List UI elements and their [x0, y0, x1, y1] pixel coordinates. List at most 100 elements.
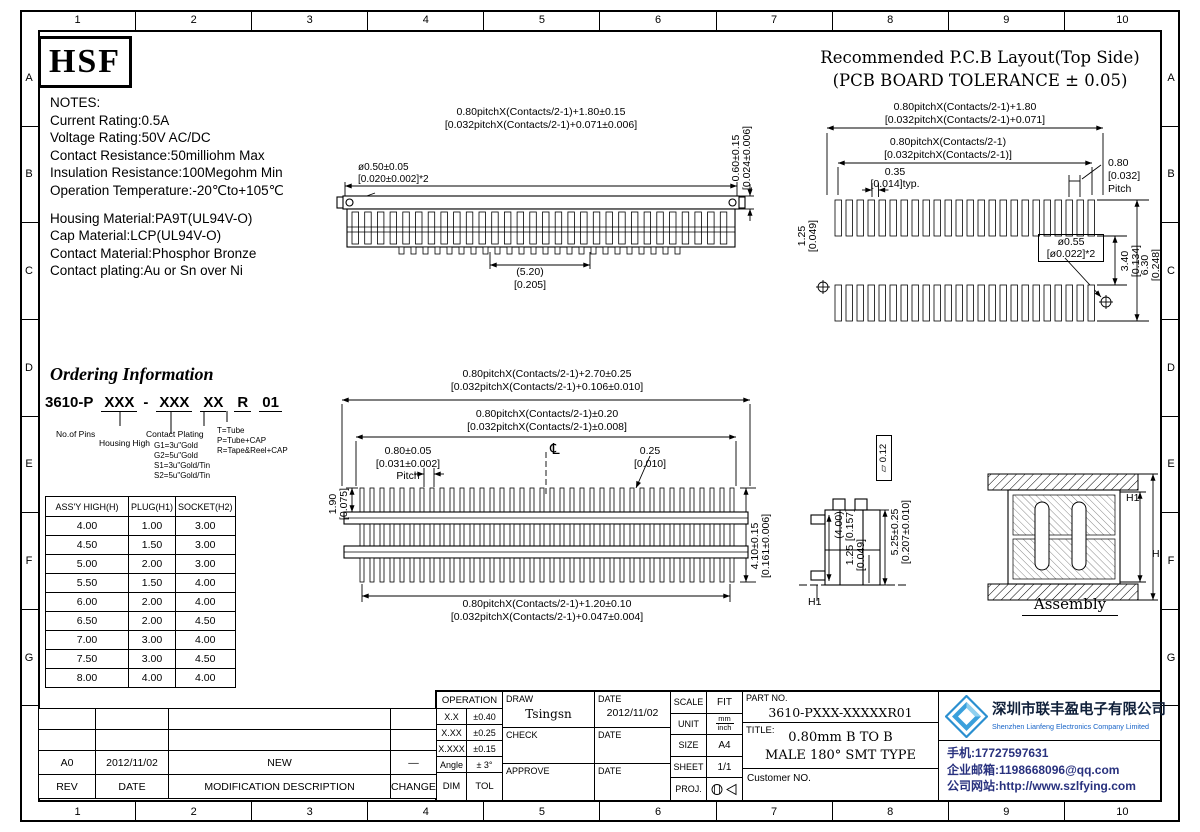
ordering-seg-packing: R — [234, 394, 252, 412]
centerline-symbol: ℄ — [550, 440, 560, 458]
grid-ref: E — [1162, 415, 1180, 513]
packing-option: T=Tube — [217, 426, 245, 435]
pcb-pads-top — [834, 199, 1095, 237]
grid-ref: B — [20, 125, 38, 223]
tol-dim: X.X — [437, 709, 467, 724]
company-phone: 手机:17727597631 — [947, 746, 1049, 760]
dim-pcb-1-mm: 0.80pitchX(Contacts/2-1)+1.80 — [893, 101, 1037, 113]
tol-val: ±0.15 — [473, 743, 496, 754]
ordering-code: 3610-P XXX - XXX XX R 01 — [45, 394, 282, 412]
grid-ref: 6 — [599, 802, 715, 822]
grid-ref: 4 — [367, 10, 483, 30]
title-label: TITLE: — [746, 725, 775, 736]
pcb-datum-marks — [816, 280, 1113, 309]
plating-option: S1=3u"Gold/Tin — [154, 461, 211, 470]
tol-dim-header: DIM — [437, 773, 467, 800]
grid-ref: 3 — [251, 802, 367, 822]
dim-front-1-mm: 0.80pitchX(Contacts/2-1)+2.70±0.25 — [462, 368, 632, 380]
note-line: Contact Resistance:50milliohm Max — [50, 147, 265, 163]
dim-side-h1: H1 — [808, 596, 822, 608]
unit-value: mm inch — [707, 714, 742, 735]
dim-side-overall: 5.25±0.25 [0.207±0.010] — [889, 492, 912, 572]
date-col: DATE 2012/11/02 DATE DATE — [595, 692, 671, 800]
cell — [95, 708, 169, 730]
cell: 1.50 — [127, 535, 177, 555]
dim-assembly-h: H — [1152, 548, 1160, 560]
tolerance-header: OPERATION — [437, 692, 502, 709]
dim-pcb-hole: ø0.55 [ø0.022]*2 — [1038, 234, 1104, 262]
cell — [168, 708, 391, 730]
dim-front-3-mm: 0.80pitchX(Contacts/2-1)+1.20±0.10 — [462, 598, 632, 610]
top-view-contacts — [351, 211, 728, 245]
dim-pcb-offset: 1.25 [0.049] — [796, 214, 819, 258]
company-name-en: Shenzhen Lianfeng Electronics Company Li… — [992, 722, 1150, 731]
plating-option: G1=3u"Gold — [154, 441, 198, 450]
dim-pcb-pitch: 0.80 [0.032] Pitch — [1108, 157, 1140, 196]
unit-label: UNIT — [671, 713, 707, 735]
date-label: DATE — [598, 694, 622, 704]
sheet-value: 1/1 — [717, 761, 732, 773]
plating-option: S2=5u"Gold/Tin — [154, 471, 211, 480]
dim-line: 0.80 — [1108, 157, 1129, 169]
cell — [38, 729, 96, 751]
revision-empty-row — [38, 708, 437, 730]
tol-val: ± 3° — [476, 759, 493, 770]
assembly-connectors — [1007, 489, 1121, 585]
dim-assembly-h1: H1 — [1126, 492, 1140, 504]
cell: 7.50 — [45, 649, 129, 669]
dim-line: 0.80±0.05 — [384, 445, 432, 457]
date-label: DATE — [598, 730, 622, 740]
tol-val-header: TOL — [475, 781, 494, 792]
dim-line: ø0.55 — [1057, 236, 1085, 248]
dim-pcb-2-mm: 0.80pitchX(Contacts/2-1) — [889, 136, 1007, 148]
revision-rev: A0 — [38, 750, 96, 775]
table-header-row: ASS'Y HIGH(H) PLUG(H1) SOCKET(H2) — [45, 496, 236, 517]
grid-ref: C — [20, 222, 38, 319]
pcb-layout-title: Recommended P.C.B Layout(Top Side) (PCB … — [795, 46, 1165, 92]
dim-pcb-overall: 6.30 [0.248] — [1139, 242, 1162, 288]
approve-label: APPROVE — [506, 766, 550, 776]
tol-val: ±0.40 — [473, 711, 496, 722]
unit-divider — [715, 723, 734, 725]
assembly-drawing — [987, 473, 1158, 601]
dim-pcb-2-in: [0.032pitchX(Contacts/2-1)] — [884, 149, 1012, 161]
cell: 4.00 — [175, 592, 236, 612]
note-line: Current Rating:0.5A — [50, 112, 170, 128]
company-name-cn: 深圳市联丰盈电子有限公司 — [992, 702, 1166, 718]
scale-label: SCALE — [671, 692, 707, 713]
flatness-icon: ▱ — [878, 464, 889, 473]
grid-ref: 1 — [74, 14, 81, 26]
grid-ref: A — [1167, 71, 1175, 84]
revision-description: NEW — [168, 750, 391, 775]
ordering-packing-options: T=Tube P=Tube+CAP R=Tape&Reel+CAP — [217, 426, 288, 456]
dim-front-height-small: 1.90 [0.075] — [327, 484, 350, 524]
revision-table: A0 2012/11/02 NEW — REV DATE MODIFICATIO… — [38, 708, 437, 799]
grid-ref: 7 — [715, 10, 832, 30]
cell: 3.00 — [175, 535, 236, 555]
grid-ref: 8 — [831, 802, 948, 822]
grid-ref: G — [20, 608, 38, 706]
cell: 1.00 — [127, 516, 177, 536]
dim-topview-center: (5.20) [0.205] — [485, 266, 575, 292]
cell: 4.00 — [175, 573, 236, 593]
front-view-pins-bottom — [359, 557, 735, 583]
dim-topview-width-in: [0.032pitchX(Contacts/2-1)+0.071±0.006] — [444, 119, 638, 131]
ordering-plating-options: G1=3u"Gold G2=5u"Gold S1=3u"Gold/Tin S2=… — [154, 441, 210, 481]
cell: 5.00 — [45, 554, 129, 574]
cell: 4.50 — [175, 611, 236, 631]
title-block: OPERATION X.X±0.40 X.XX±0.25 X.XXX±0.15 … — [435, 690, 1166, 802]
packing-option: P=Tube+CAP — [217, 436, 267, 445]
part-col: PART NO. 3610-PXXX-XXXXXR01 TITLE: 0.80m… — [743, 692, 939, 800]
cell: 8.00 — [45, 668, 129, 688]
cell: 4.50 — [45, 535, 129, 555]
plating-option: G2=5u"Gold — [154, 451, 198, 460]
